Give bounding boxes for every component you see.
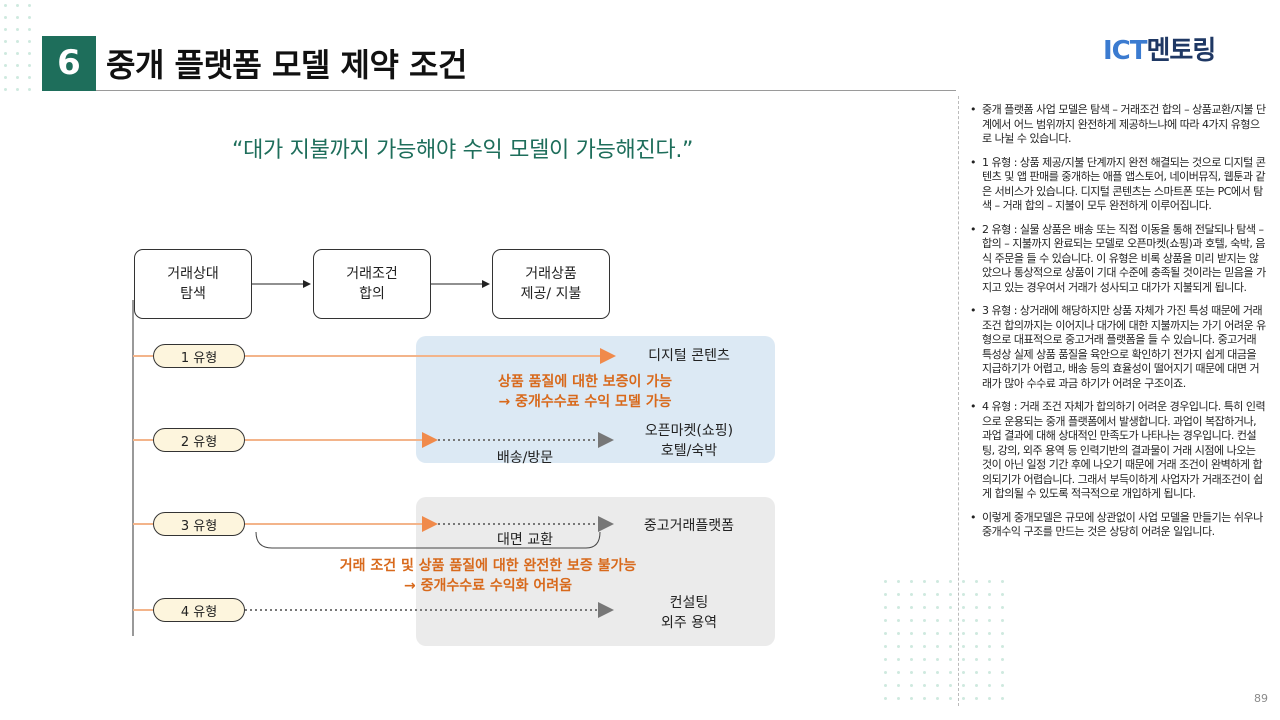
note-text-5: 4 유형 : 거래 조건 자체가 합의하기 어려운 경우입니다. 특히 인력으로…: [982, 400, 1266, 500]
note-text-1: 중개 플랫폼 사업 모델은 탐색 – 거래조건 합의 – 상품교환/지불 단계에…: [982, 103, 1266, 145]
decorative-dots-bottom-right: [884, 580, 1014, 710]
type-pill-2: 2 유형: [153, 428, 245, 452]
title-accent-rule: [42, 90, 96, 91]
type3-bracket: [255, 531, 601, 549]
diagram-connectors: [132, 280, 616, 636]
note-text-6: 이렇게 중개모델은 규모에 상관없이 사업 모델을 만들기는 쉬우나 중개수익 …: [982, 510, 1263, 539]
note-item: • 4 유형 : 거래 조건 자체가 합의하기 어려운 경우입니다. 특히 인력으…: [968, 400, 1268, 502]
step-agreement-line2: 합의: [359, 286, 385, 302]
page-title: 중개 플랫폼 모델 제약 조건: [106, 46, 467, 84]
note-text-3: 2 유형 : 실물 상품은 배송 또는 직접 이동을 통해 전달되나 탐색 – …: [982, 222, 1266, 294]
bullet-icon: •: [970, 222, 977, 236]
note-text-4: 3 유형 : 상거래에 해당하지만 상품 자체가 가진 특성 때문에 거래조건 …: [982, 304, 1266, 390]
target-consulting-line2: 외주 용역: [661, 615, 717, 631]
target-digital-content: 디지털 콘텐츠: [648, 348, 730, 364]
step-search-line2: 탐색: [180, 286, 206, 302]
label-delivery-visit: 배송/방문: [496, 450, 554, 466]
note-item: • 1 유형 : 상품 제공/지불 단계까지 완전 해결되는 것으로 디지털 콘텐…: [968, 156, 1268, 214]
section-number: 6: [42, 36, 96, 90]
highlight-blue-line2: → 중개수수료 수익 모델 가능: [498, 394, 672, 410]
quote-text: “대가 지불까지 가능해야 수익 모델이 가능해진다.”: [232, 138, 694, 163]
column-divider: [958, 96, 959, 706]
note-item: • 2 유형 : 실물 상품은 배송 또는 직접 이동을 통해 전달되나 탐색 –…: [968, 223, 1268, 296]
highlight-gray-line2: → 중개수수료 수익화 어려움: [403, 578, 573, 594]
bullet-icon: •: [970, 400, 977, 413]
brand-logo: ICT멘토링: [1103, 30, 1217, 67]
highlight-gray-line1: 거래 조건 및 상품 품질에 대한 완전한 보증 불가능: [339, 558, 637, 574]
highlight-panel-blue: [416, 336, 775, 463]
note-item: • 이렇게 중개모델은 규모에 상관없이 사업 모델을 만들기는 쉬우나 중개수익…: [968, 511, 1268, 540]
note-item: • 중개 플랫폼 사업 모델은 탐색 – 거래조건 합의 – 상품교환/지불 단계…: [968, 103, 1268, 147]
step-search-line1: 거래상대: [167, 266, 219, 282]
type-pill-4: 4 유형: [153, 598, 245, 622]
note-item: • 3 유형 : 상거래에 해당하지만 상품 자체가 가진 특성 때문에 거래조건…: [968, 304, 1268, 391]
bullet-icon: •: [970, 103, 977, 116]
page-number: 89: [1254, 692, 1268, 705]
highlight-blue-line1: 상품 품질에 대한 보증이 가능: [497, 374, 673, 390]
label-face-to-face: 대면 교환: [497, 532, 553, 548]
target-open-market-line2: 호텔/숙박: [660, 443, 718, 459]
highlight-panel-gray: [416, 497, 775, 646]
target-used-market: 중고거래플랫폼: [643, 518, 735, 534]
target-open-market-line1: 오픈마켓(쇼핑): [644, 423, 734, 439]
type-pill-3: 3 유형: [153, 512, 245, 536]
bullet-icon: •: [970, 304, 977, 317]
step-delivery-line2: 제공/ 지불: [520, 286, 582, 302]
notes-list: • 중개 플랫폼 사업 모델은 탐색 – 거래조건 합의 – 상품교환/지불 단계…: [968, 103, 1268, 549]
step-delivery-line1: 거래상품: [525, 266, 577, 282]
title-divider: [96, 90, 956, 91]
note-text-2: 1 유형 : 상품 제공/지불 단계까지 완전 해결되는 것으로 디지털 콘텐츠…: [982, 155, 1266, 213]
logo-mentoring-text: 멘토링: [1146, 36, 1217, 66]
type-pill-1: 1 유형: [153, 344, 245, 368]
bullet-icon: •: [970, 510, 977, 524]
target-consulting-line1: 컨설팅: [669, 595, 709, 611]
logo-ict-text: ICT: [1103, 36, 1147, 66]
decorative-dots-top-left: [4, 4, 40, 100]
step-agreement-line1: 거래조건: [346, 266, 398, 282]
bullet-icon: •: [970, 155, 977, 169]
